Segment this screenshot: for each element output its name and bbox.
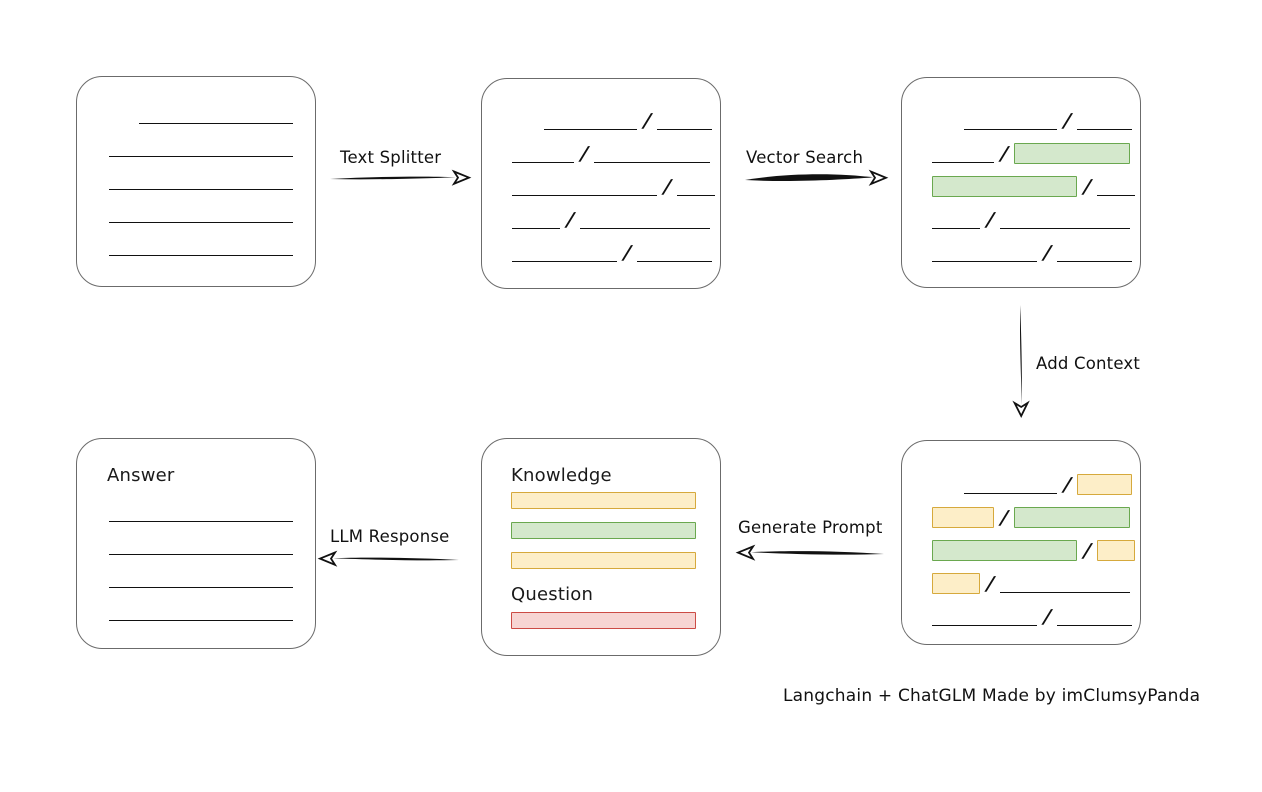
knowledge-bar-1 [511, 492, 696, 509]
highlight-chip-green [932, 540, 1077, 561]
text-stroke [677, 195, 715, 196]
text-stroke [512, 195, 657, 196]
text-stroke [109, 521, 293, 522]
segment-separator: / [1042, 242, 1053, 264]
text-stroke [964, 129, 1057, 130]
highlight-chip-yellow [1097, 540, 1135, 561]
edge-label-text-splitter: Text Splitter [340, 148, 442, 167]
text-stroke [109, 554, 293, 555]
text-stroke [1057, 625, 1132, 626]
text-stroke [657, 129, 712, 130]
knowledge-bar-2 [511, 522, 696, 539]
highlight-chip-yellow [932, 507, 994, 528]
question-bar-1 [511, 612, 696, 629]
text-stroke [580, 228, 710, 229]
segment-separator: / [565, 209, 576, 231]
text-stroke [1000, 592, 1130, 593]
text-stroke [139, 123, 293, 124]
segment-separator: / [642, 110, 653, 132]
text-stroke [109, 587, 293, 588]
segment-separator: / [1082, 176, 1093, 198]
segment-separator: / [985, 209, 996, 231]
text-stroke [932, 625, 1037, 626]
text-stroke [964, 493, 1057, 494]
segment-separator: / [999, 507, 1010, 529]
text-stroke [1057, 261, 1132, 262]
text-stroke [109, 189, 293, 190]
highlight-chip-yellow [1077, 474, 1132, 495]
vector-search-results-box[interactable]: / / / / / [901, 77, 1141, 288]
segment-separator: / [622, 242, 633, 264]
arrow-add-context [1012, 305, 1030, 419]
text-stroke [512, 162, 574, 163]
segment-separator: / [1062, 474, 1073, 496]
text-stroke [544, 129, 637, 130]
question-label: Question [511, 584, 594, 605]
knowledge-label: Knowledge [511, 465, 612, 486]
text-stroke [1097, 195, 1135, 196]
knowledge-bar-3 [511, 552, 696, 569]
text-stroke [932, 162, 994, 163]
highlight-chip-green [1014, 507, 1130, 528]
text-stroke [109, 222, 293, 223]
segment-separator: / [1082, 540, 1093, 562]
edge-label-add-context: Add Context [1036, 354, 1141, 373]
text-stroke [109, 620, 293, 621]
text-stroke [594, 162, 710, 163]
split-chunks-box[interactable]: / / / / / [481, 78, 721, 289]
text-stroke [1077, 129, 1132, 130]
edge-label-llm-response: LLM Response [330, 527, 450, 546]
text-stroke [932, 261, 1037, 262]
segment-separator: / [985, 573, 996, 595]
highlight-chip-green [932, 176, 1077, 197]
text-stroke [637, 261, 712, 262]
answer-box[interactable]: Answer [76, 438, 316, 649]
edge-label-generate-prompt: Generate Prompt [738, 518, 883, 537]
segment-separator: / [1042, 606, 1053, 628]
segment-separator: / [1062, 110, 1073, 132]
arrow-vector-search [745, 169, 889, 186]
edge-label-vector-search: Vector Search [746, 148, 864, 167]
answer-label: Answer [107, 465, 175, 486]
generated-prompt-box[interactable]: Knowledge Question [481, 438, 721, 656]
text-stroke [109, 156, 293, 157]
text-stroke [109, 255, 293, 256]
text-stroke [1000, 228, 1130, 229]
text-stroke [512, 261, 617, 262]
segment-separator: / [662, 176, 673, 198]
text-stroke [512, 228, 560, 229]
arrow-llm-response [317, 550, 459, 567]
arrow-text-splitter [330, 169, 472, 186]
segment-separator: / [579, 143, 590, 165]
highlight-chip-green [1014, 143, 1130, 164]
diagram-caption: Langchain + ChatGLM Made by imClumsyPand… [783, 686, 1201, 706]
highlight-chip-yellow [932, 573, 980, 594]
text-stroke [932, 228, 980, 229]
source-document-box[interactable] [76, 76, 316, 287]
context-added-box[interactable]: / / / / / [901, 440, 1141, 645]
segment-separator: / [999, 143, 1010, 165]
arrow-generate-prompt [735, 544, 884, 561]
